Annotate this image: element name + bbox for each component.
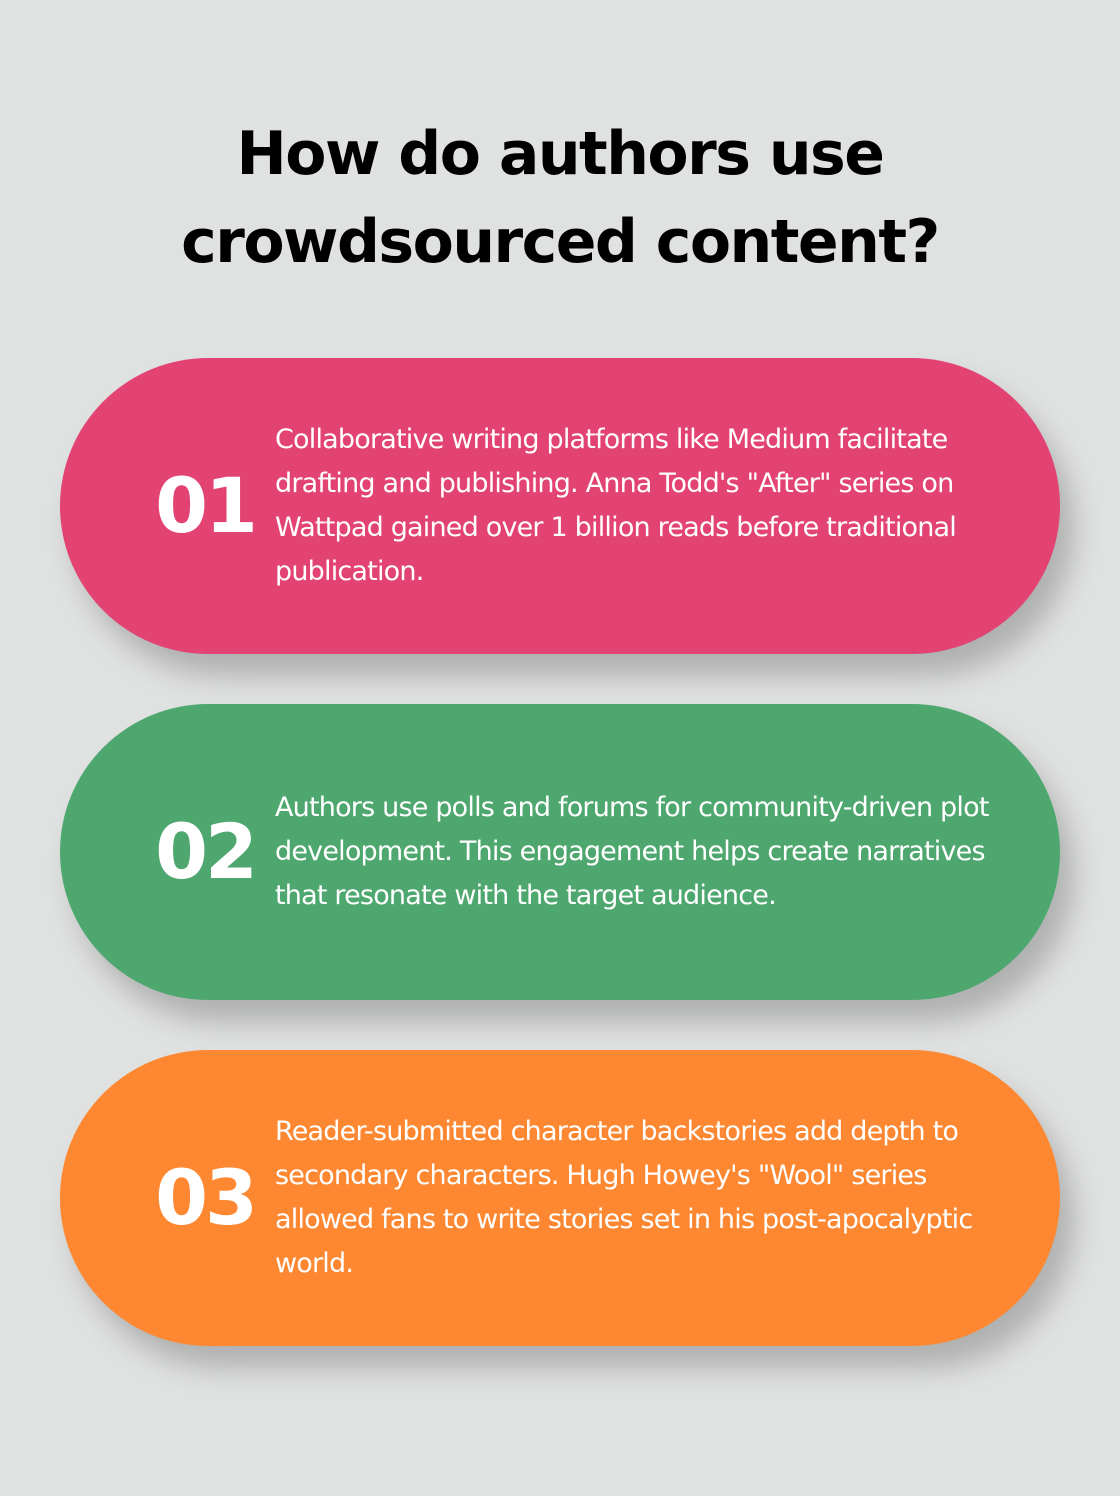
step-description-text: Collaborative writing platforms like Med…	[275, 424, 957, 587]
step-card-3: 03 Reader-submitted character backstorie…	[60, 1050, 1060, 1346]
step-card-2: 02 Authors use polls and forums for comm…	[60, 704, 1060, 1000]
page-title: How do authors use crowdsourced content?	[0, 110, 1120, 286]
title-line-2: crowdsourced content?	[181, 207, 940, 277]
step-number: 02	[155, 807, 258, 896]
step-description: Collaborative writing platforms like Med…	[275, 358, 1015, 654]
step-description: Authors use polls and forums for communi…	[275, 704, 1015, 1000]
title-line-1: How do authors use	[236, 119, 885, 189]
step-description-text: Authors use polls and forums for communi…	[275, 792, 989, 911]
step-description: Reader-submitted character backstories a…	[275, 1050, 1015, 1346]
step-number: 03	[155, 1153, 258, 1242]
step-description-text: Reader-submitted character backstories a…	[275, 1116, 973, 1279]
step-number: 01	[155, 461, 258, 550]
step-card-1: 01 Collaborative writing platforms like …	[60, 358, 1060, 654]
